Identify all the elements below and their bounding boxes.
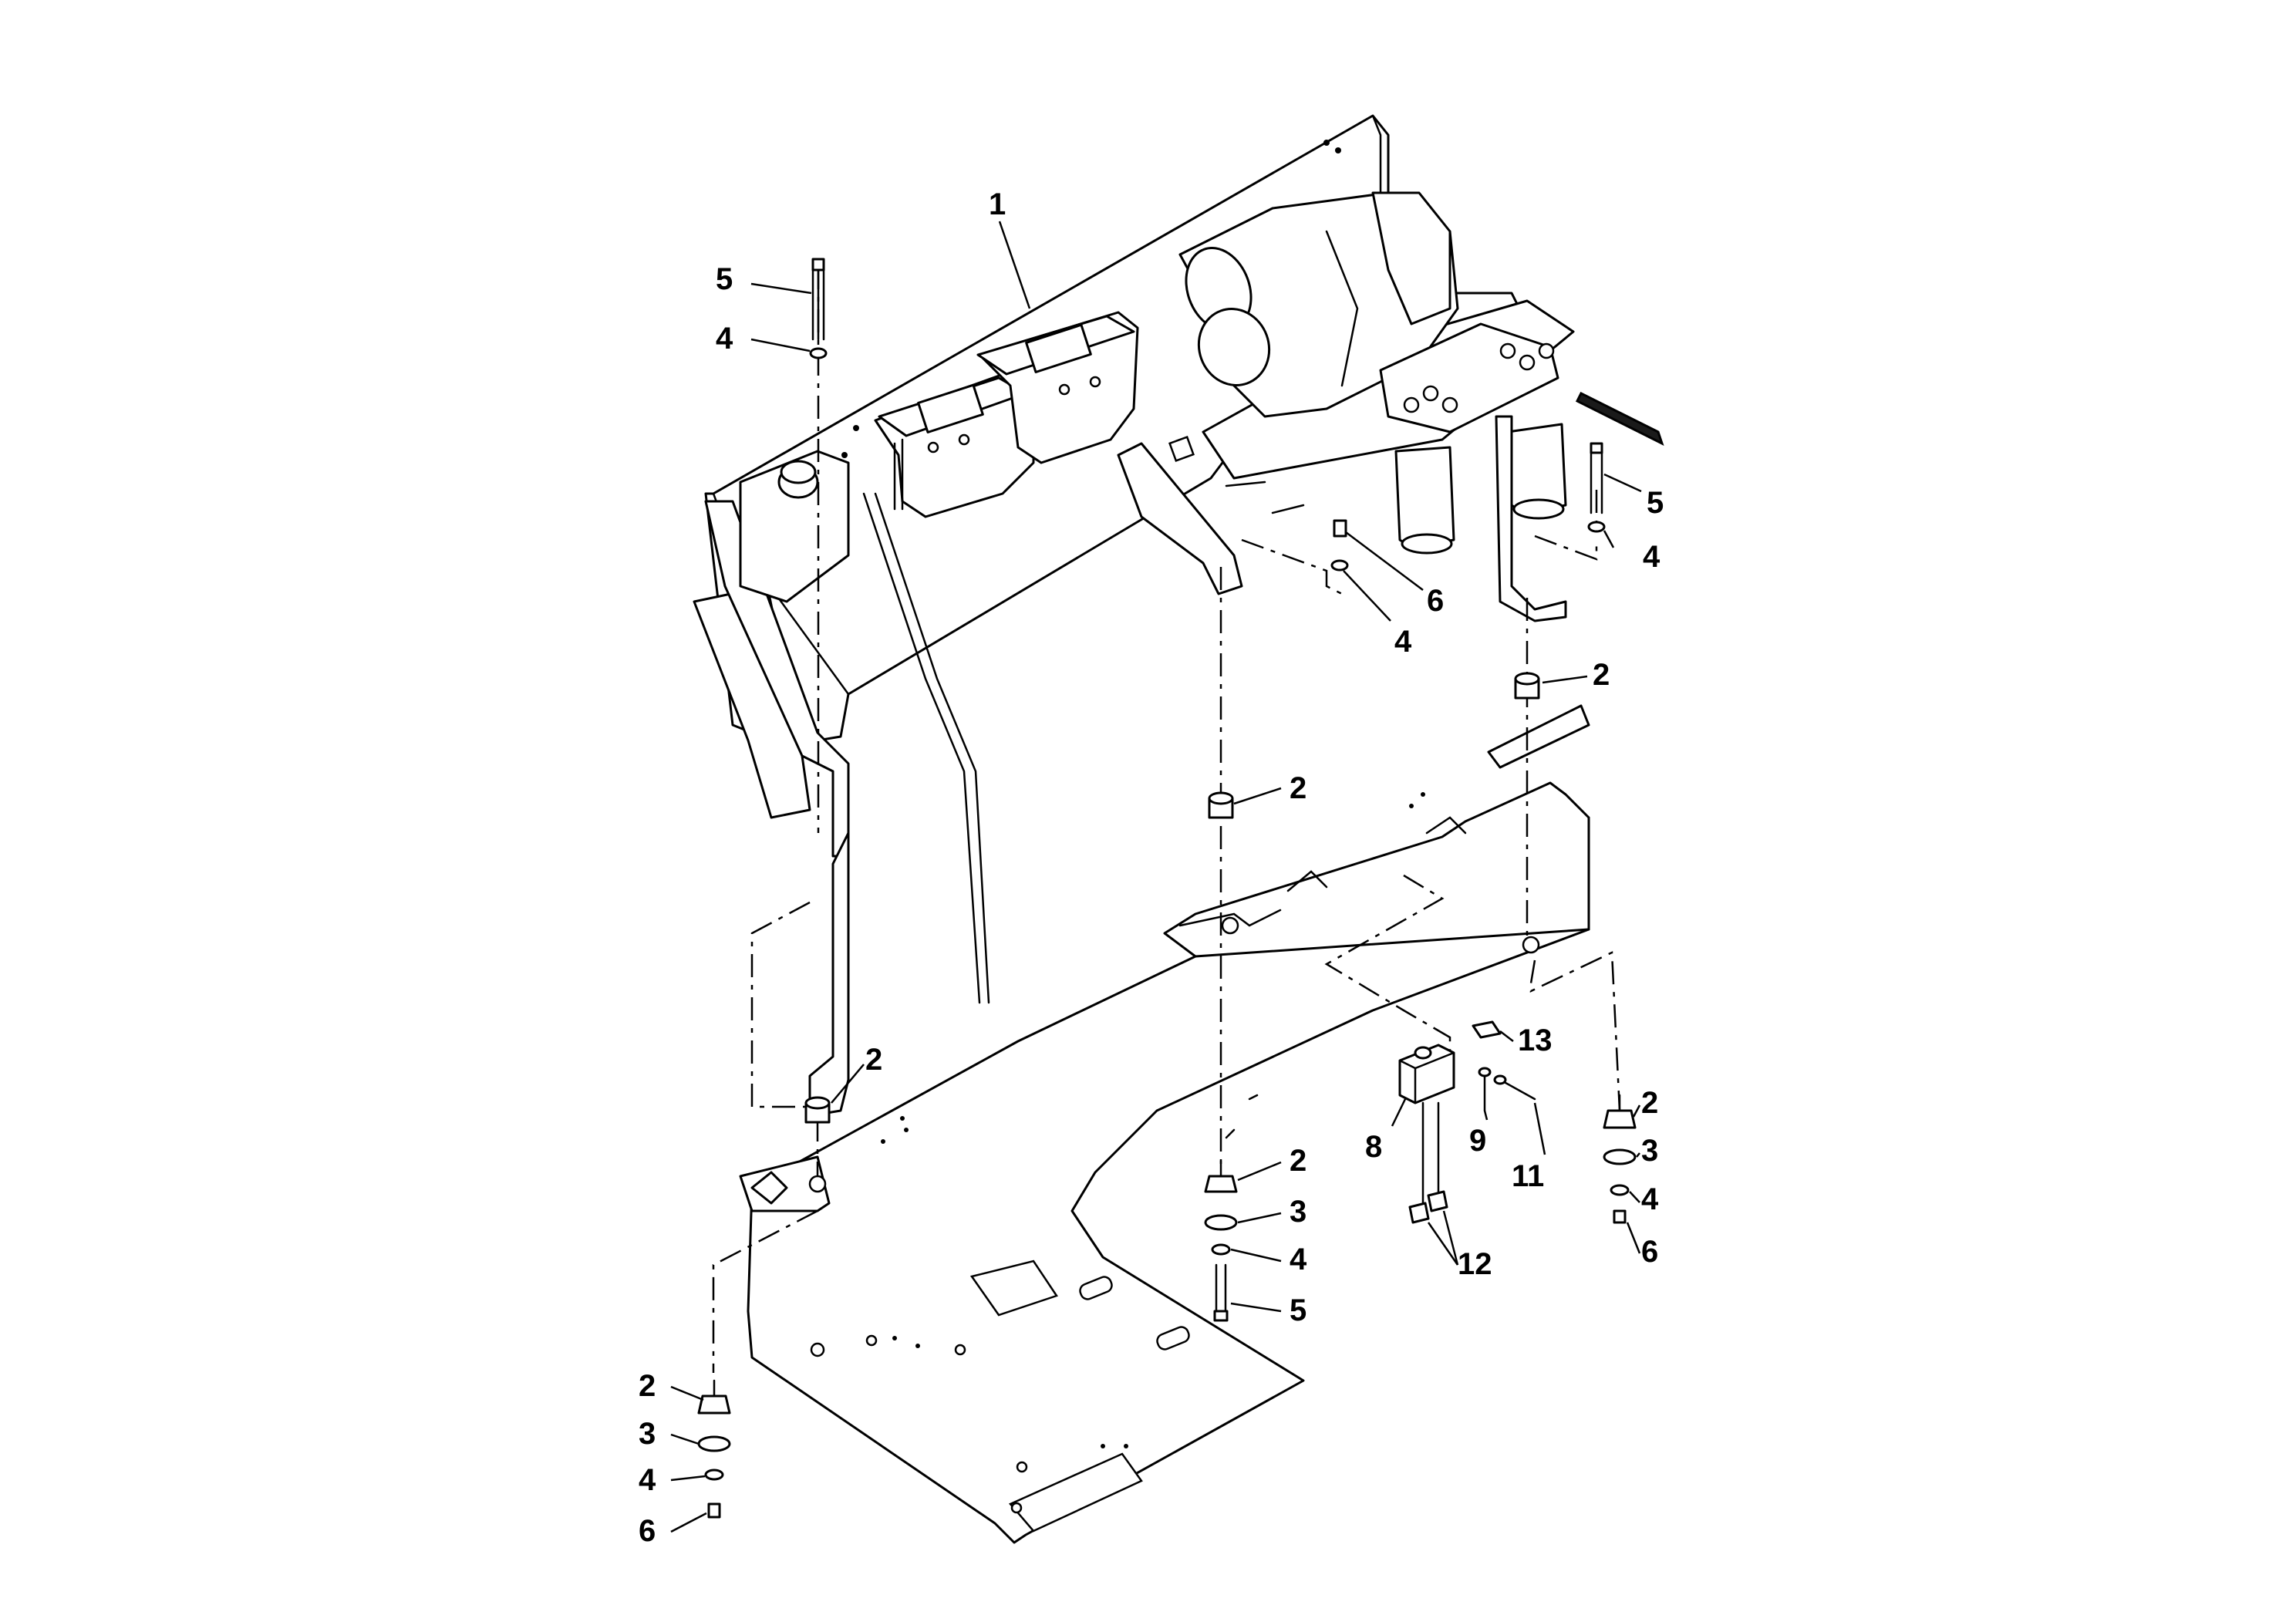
isolator-2-center xyxy=(1204,1159,1238,1193)
bolt-11 xyxy=(1499,1078,1536,1101)
callout-2-center-bottom: 2 xyxy=(1290,1144,1306,1178)
callout-4-right-bottom: 4 xyxy=(1641,1182,1659,1216)
callout-2-left: 2 xyxy=(865,1043,882,1077)
washer-4-top-left xyxy=(809,347,828,359)
callout-4-center-bottom: 4 xyxy=(1290,1243,1307,1276)
callout-11: 11 xyxy=(1512,1159,1544,1193)
callout-3-right: 3 xyxy=(1641,1134,1658,1168)
callout-5-right: 5 xyxy=(1647,486,1664,520)
callout-4-bottom-left: 4 xyxy=(639,1463,656,1497)
washer-4-right xyxy=(1610,1184,1630,1196)
callout-2-right-bottom: 2 xyxy=(1641,1086,1658,1120)
nut-6-left xyxy=(707,1502,721,1519)
washer-4-center xyxy=(1211,1243,1231,1256)
nut-6-right xyxy=(1613,1209,1627,1224)
callout-4-right: 4 xyxy=(1643,540,1660,574)
callout-9: 9 xyxy=(1469,1124,1486,1158)
callout-4-top-left: 4 xyxy=(716,322,733,356)
isolator-2-left xyxy=(697,1379,731,1415)
callout-2-right-top: 2 xyxy=(1593,658,1610,692)
washer-3-center xyxy=(1204,1214,1238,1231)
washer-3-left xyxy=(697,1435,731,1452)
bolt-right xyxy=(1590,442,1603,514)
callout-5-top-left: 5 xyxy=(716,262,733,296)
callout-13: 13 xyxy=(1518,1023,1553,1057)
fitting-13 xyxy=(1472,1020,1502,1039)
callout-3-bottom-left: 3 xyxy=(639,1417,656,1451)
washer-4-right-top xyxy=(1587,521,1606,533)
washer-3-right xyxy=(1603,1148,1637,1165)
alignment-lines xyxy=(712,266,1621,1373)
washer-4-left xyxy=(704,1469,724,1481)
nut-6-top xyxy=(1333,519,1347,538)
callout-6-top: 6 xyxy=(1427,584,1444,618)
washer-4-top-center xyxy=(1330,559,1349,572)
callout-8: 8 xyxy=(1365,1130,1382,1164)
valve-block-8 xyxy=(1398,1044,1455,1104)
callout-6-bottom-left: 6 xyxy=(639,1514,656,1548)
callout-12: 12 xyxy=(1458,1247,1492,1281)
isolator-2-right xyxy=(1603,1094,1637,1129)
callout-4-center: 4 xyxy=(1394,625,1412,659)
bolt-top-left xyxy=(811,258,825,341)
callout-2-center: 2 xyxy=(1290,771,1306,805)
base-plate xyxy=(739,704,1590,1544)
callouts: 1 5 4 5 4 6 4 2 2 2 13 2 8 9 3 2 11 4 3 … xyxy=(639,187,1664,1548)
upper-panel-assembly xyxy=(693,114,1664,1004)
callout-1: 1 xyxy=(989,187,1006,221)
callout-6-right: 6 xyxy=(1641,1235,1658,1269)
fittings-12 xyxy=(1408,1101,1448,1224)
hardware xyxy=(697,258,1637,1519)
bolt-5-bottom-center xyxy=(1213,1263,1229,1322)
leader-lines xyxy=(670,221,1642,1533)
callout-2-bottom-left: 2 xyxy=(639,1369,656,1403)
callout-3-center: 3 xyxy=(1290,1195,1306,1229)
callout-5-center-bottom: 5 xyxy=(1290,1293,1306,1327)
